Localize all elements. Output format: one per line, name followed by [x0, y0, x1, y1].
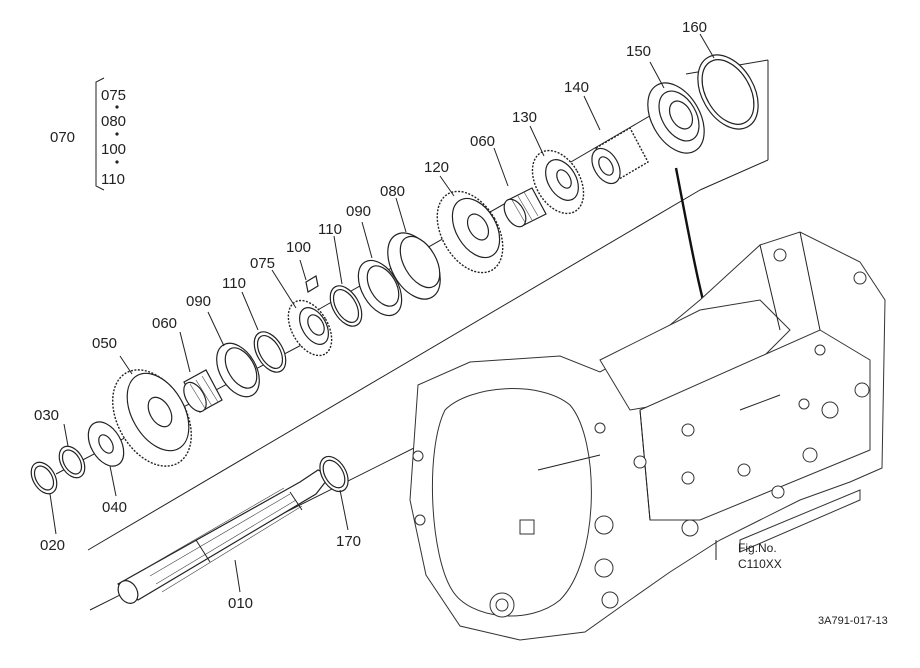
callout-group-070: 070 [50, 129, 75, 146]
bearing-150 [647, 61, 705, 154]
callout-group-member-100: 100 [101, 141, 126, 158]
drawing-number: 3A791-017-13 [818, 615, 888, 627]
ring-030 [58, 423, 86, 479]
callout-group-member-080: 080 [101, 113, 126, 130]
key-100 [299, 259, 319, 293]
circlip-110-b [329, 235, 363, 327]
group-bracket [95, 77, 119, 191]
figure-heading: Fig.No. [738, 541, 777, 555]
callout-110-b: 110 [318, 221, 342, 238]
cone-080 [387, 197, 441, 300]
circlip-160 [697, 33, 759, 130]
ring-090-b [357, 221, 403, 317]
callout-140: 140 [564, 79, 589, 96]
gear-050 [112, 355, 192, 467]
callout-150: 150 [626, 43, 651, 60]
transmission-case [409, 231, 886, 641]
callout-080: 080 [380, 183, 405, 200]
bearing-060-a [179, 331, 223, 413]
bevel-gear-130 [529, 125, 585, 215]
callout-group-member-110: 110 [101, 171, 125, 188]
callout-090-a: 090 [186, 293, 211, 310]
callout-060-b: 060 [470, 133, 495, 150]
callout-120: 120 [424, 159, 449, 176]
callout-110-a: 110 [222, 275, 246, 292]
callout-040: 040 [102, 499, 127, 516]
callout-010: 010 [228, 595, 253, 612]
gear-120 [436, 175, 504, 274]
washer-040 [87, 421, 125, 497]
figure-code: C110XX [738, 557, 782, 571]
ring-170 [319, 455, 349, 531]
pinion-140 [583, 95, 649, 185]
callout-030: 030 [34, 407, 59, 424]
callout-170: 170 [336, 533, 361, 550]
callout-020: 020 [40, 537, 65, 554]
circlip-110-a [241, 291, 287, 373]
callout-060-a: 060 [152, 315, 177, 332]
callout-group-member-075: 075 [101, 87, 126, 104]
callout-labels: 070 075 080 100 110 010 020 030 040 050 … [34, 19, 707, 612]
callout-100: 100 [286, 239, 311, 256]
synchronizer-075 [271, 269, 333, 357]
callout-160: 160 [682, 19, 707, 36]
ring-090-a [207, 311, 260, 398]
callout-050: 050 [92, 335, 117, 352]
callout-090-b: 090 [346, 203, 371, 220]
callout-130: 130 [512, 109, 537, 126]
snap-ring-020 [30, 461, 58, 535]
shaft-010 [116, 469, 331, 604]
callout-075: 075 [250, 255, 275, 272]
figure-info: Fig.No. C110XX 3A791-017-13 [738, 541, 888, 627]
bearing-060-b [493, 147, 547, 228]
